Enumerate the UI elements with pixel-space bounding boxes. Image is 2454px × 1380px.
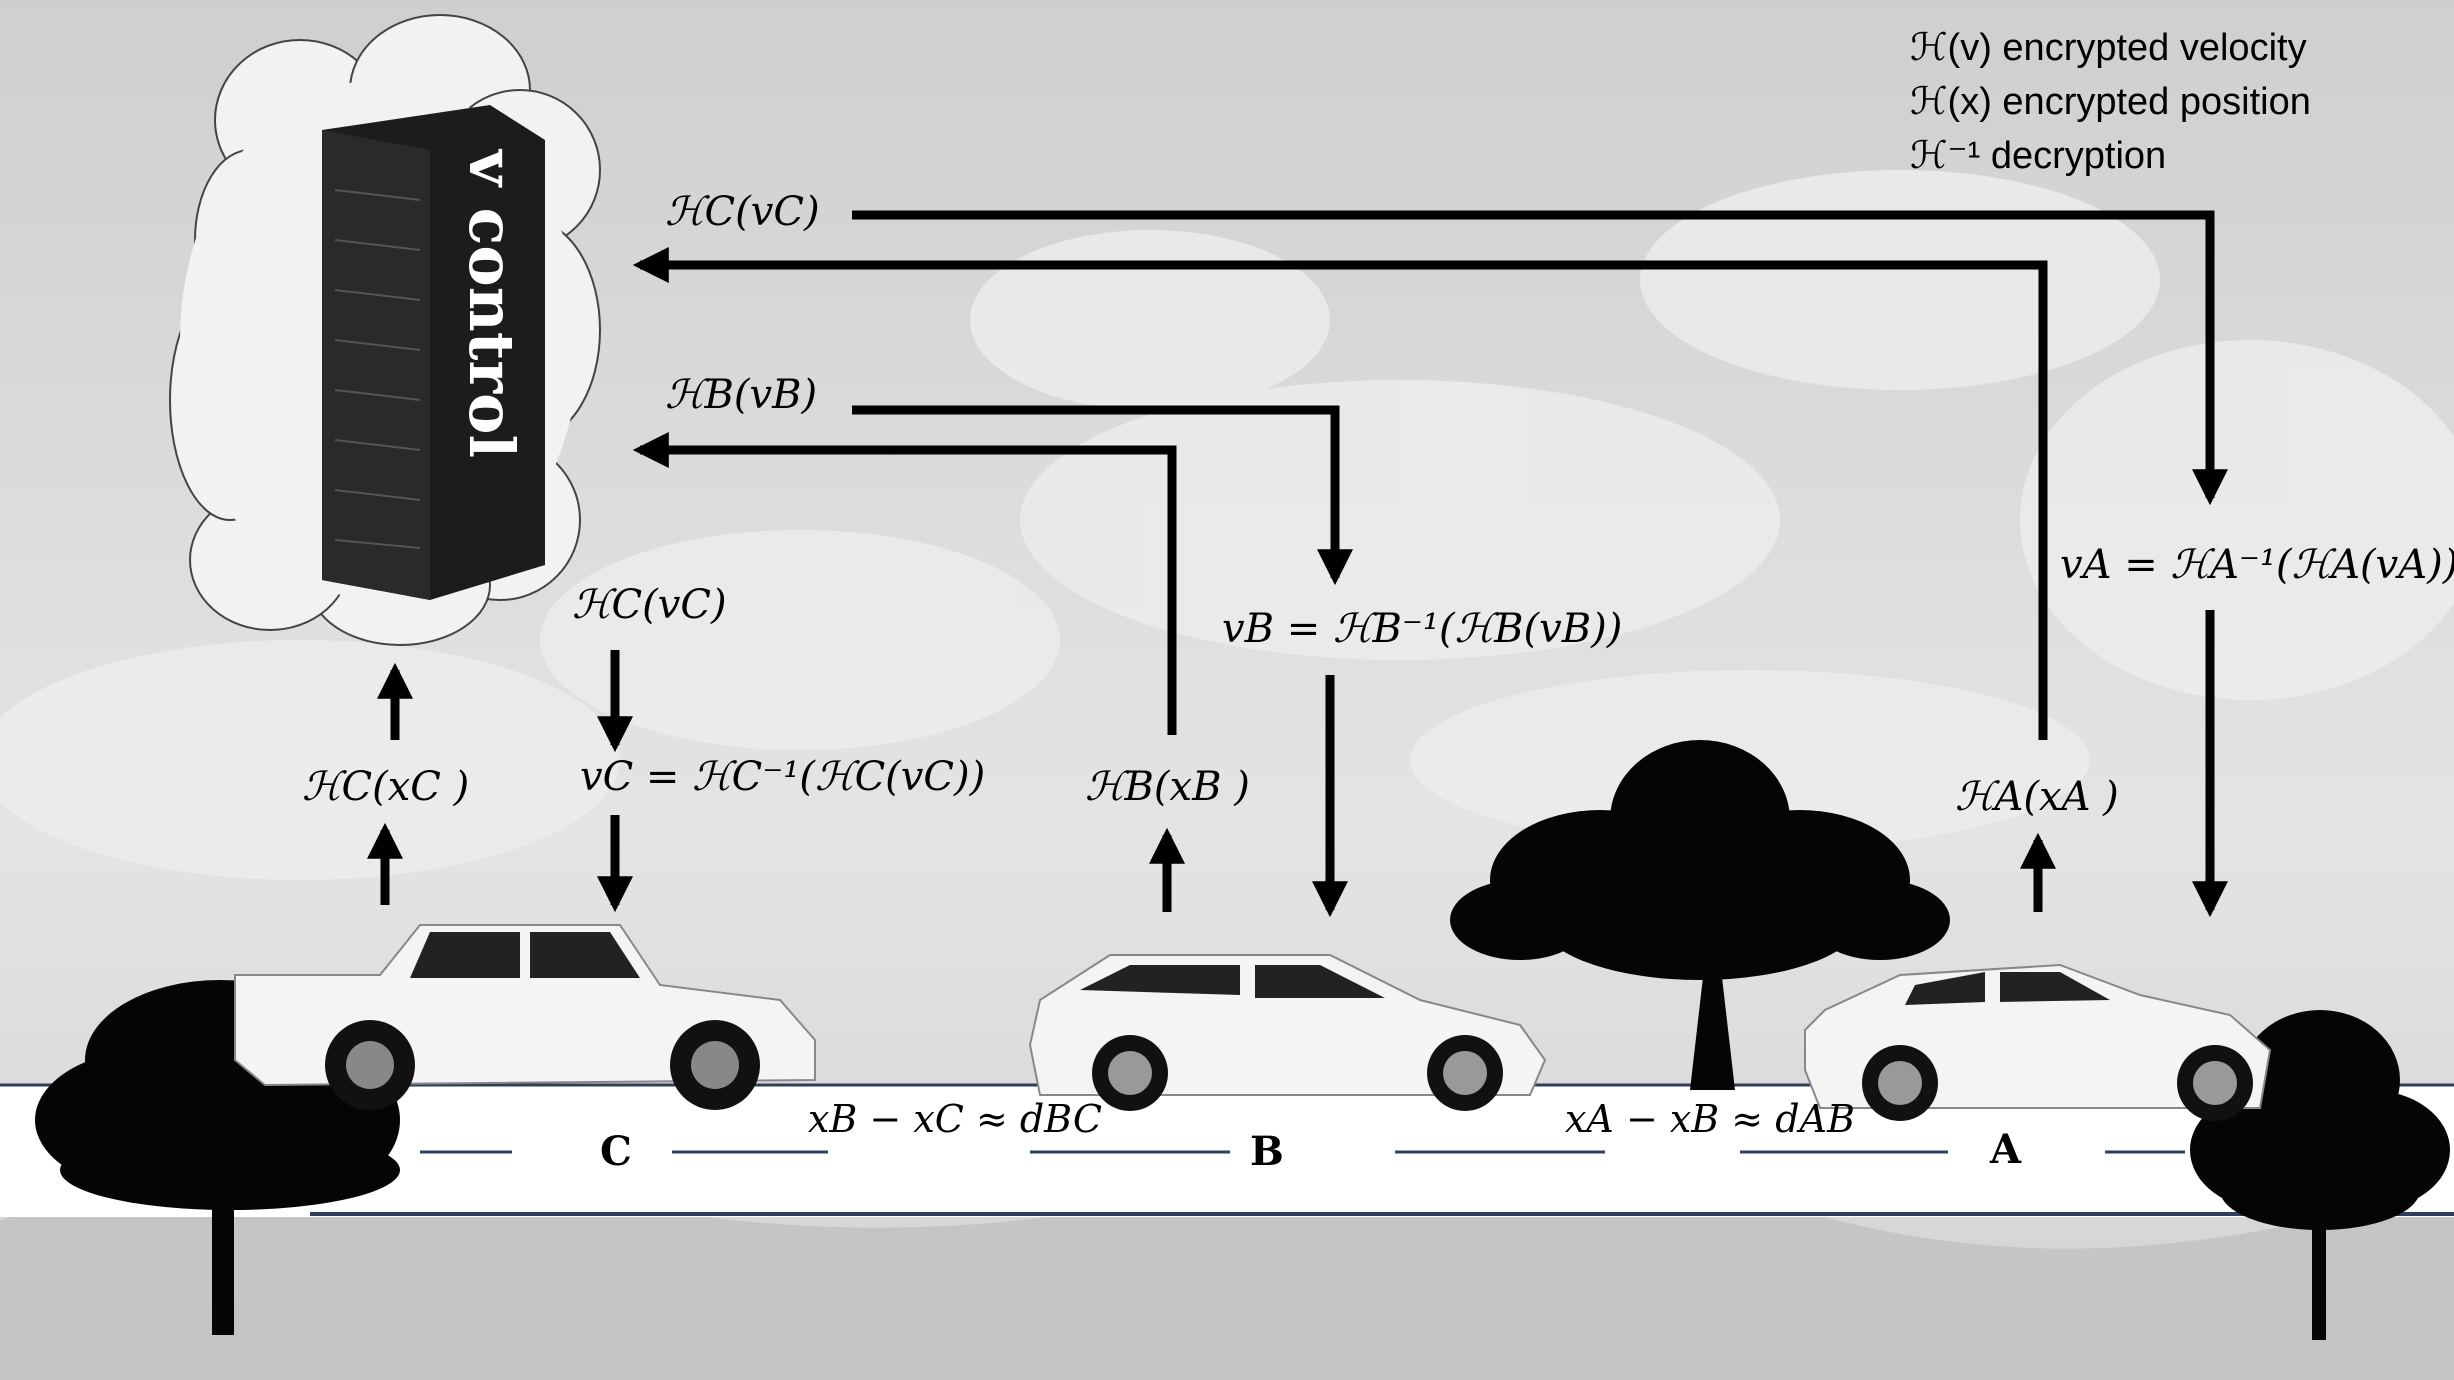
label-hc-xc: ℋC(xC ) [302,764,469,810]
vehicle-b-wagon [1028,954,1547,1111]
legend-position: ℋ(x) encrypted position [1910,81,2311,123]
label-top-hc-vc: ℋC(vC) [665,189,820,235]
vehicle-c-pickup [234,924,816,1110]
arrow-ha-xa-to-cloud [632,247,2048,740]
legend: ℋ(v) encrypted velocity ℋ(x) encrypted p… [1910,27,2311,177]
label-hb-xb: ℋB(xB ) [1085,764,1250,810]
arrow-hc-vc-to-a [852,210,2228,506]
arrows [367,210,2228,918]
legend-decryption: ℋ⁻¹ decryption [1910,135,2166,177]
tree-center [1450,740,1950,1090]
label-vb-decrypt: vB = ℋB⁻¹(ℋB(vB)) [1222,606,1622,652]
label-va-decrypt: vA = ℋA⁻¹(ℋA(vA)) [2060,542,2454,588]
formula-labels: ℋC(vC) ℋB(vB) vA = ℋA⁻¹(ℋA(vA)) vB = ℋB⁻… [302,189,2454,1141]
background-clouds [0,170,2454,880]
legend-velocity: ℋ(v) encrypted velocity [1910,27,2307,69]
vehicle-letter-a: A [1989,1126,2022,1173]
vehicle-a-sedan [1804,963,2272,1121]
label-top-hb-vb: ℋB(vB) [665,372,817,418]
arrow-hb-xb-to-cloud [632,432,1177,735]
tree-right [2190,1010,2450,1340]
label-dist-bc: xB − xC ≈ dBC [808,1097,1102,1141]
vehicle-letters: C B A [600,1126,2022,1175]
vehicle-letter-c: C [600,1128,632,1175]
server-rack: v control [322,105,545,600]
label-ha-xa: ℋA(xA ) [1955,774,2119,820]
controller-label: v control [455,148,528,458]
label-mid-hc-vc: ℋC(vC) [572,582,727,628]
arrow-hb-vb-to-b [852,405,1353,586]
vehicle-letter-b: B [1250,1128,1284,1175]
label-vc-decrypt: vC = ℋC⁻¹(ℋC(vC)) [580,754,985,800]
label-dist-ab: xA − xB ≈ dAB [1565,1097,1855,1141]
